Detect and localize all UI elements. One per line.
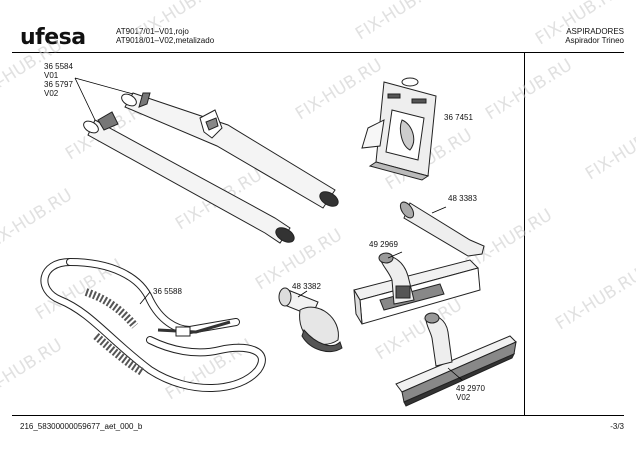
watermark-text: FIX-HUB.RU: [582, 115, 636, 184]
floor-brush-leader: [387, 251, 403, 259]
drawing-frame: [12, 52, 624, 416]
watermark-text: FIX-HUB.RU: [482, 55, 576, 124]
hose-leader: [139, 291, 151, 305]
crevice-part-number: 48 3383: [448, 194, 477, 203]
parquet-labels: 49 2970 V02: [456, 384, 485, 402]
upholstery-brush: [278, 287, 343, 352]
tube-leader-lines: [74, 77, 134, 121]
hose-part-number: 36 5588: [153, 287, 182, 296]
suction-hose: [40, 258, 266, 392]
upholstery-part-number: 48 3382: [292, 282, 321, 291]
parquet-leader: [447, 367, 463, 381]
parquet-brush: [395, 312, 517, 407]
extension-tubes: [83, 92, 339, 244]
watermark-text: FIX-HUB.RU: [132, 0, 226, 44]
watermark-text: FIX-HUB.RU: [0, 335, 66, 404]
floor-brush-part-number: 49 2969: [369, 240, 398, 249]
bags-part-number: 36 7451: [444, 113, 473, 122]
model-line-1: AT9017/01–V01,rojo: [116, 27, 189, 36]
frame-divider: [524, 52, 525, 416]
watermark-text: FIX-HUB.RU: [352, 0, 446, 44]
watermark-text: FIX-HUB.RU: [552, 265, 636, 334]
tube-part-1: 36 5584: [44, 62, 73, 71]
tube-part-2: 36 5797: [44, 80, 73, 89]
watermark-text: FIX-HUB.RU: [0, 185, 76, 254]
brand-logo: ufesa: [20, 25, 86, 50]
model-line-2: AT9018/01–V02,metalizado: [116, 36, 215, 45]
document-id: 216_58300000059677_aet_000_b: [20, 422, 143, 431]
category-title: ASPIRADORES: [566, 27, 624, 36]
model-list: AT9017/01–V01,rojo AT9018/01–V02,metaliz…: [116, 27, 214, 45]
watermark-text: FIX-HUB.RU: [462, 205, 556, 274]
category-subtitle: Aspirador Trineo: [565, 36, 624, 45]
floor-brush: [353, 252, 481, 325]
tube-variant-1: V01: [44, 71, 59, 80]
tube-variant-2: V02: [44, 89, 59, 98]
page-number: -3/3: [610, 422, 624, 431]
parquet-part-number: 49 2970: [456, 384, 485, 393]
upholstery-leader: [297, 290, 308, 298]
dust-bag-pack: [361, 77, 437, 181]
tube-labels: 36 5584 V01 36 5797 V02: [44, 62, 73, 98]
watermark-text: FIX-HUB.RU: [532, 0, 626, 49]
category-block: ASPIRADORES Aspirador Trineo: [565, 27, 624, 45]
watermark-text: FIX-HUB.RU: [292, 55, 386, 124]
crevice-leader: [431, 206, 447, 214]
crevice-tool: [399, 201, 485, 257]
parquet-variant: V02: [456, 393, 471, 402]
